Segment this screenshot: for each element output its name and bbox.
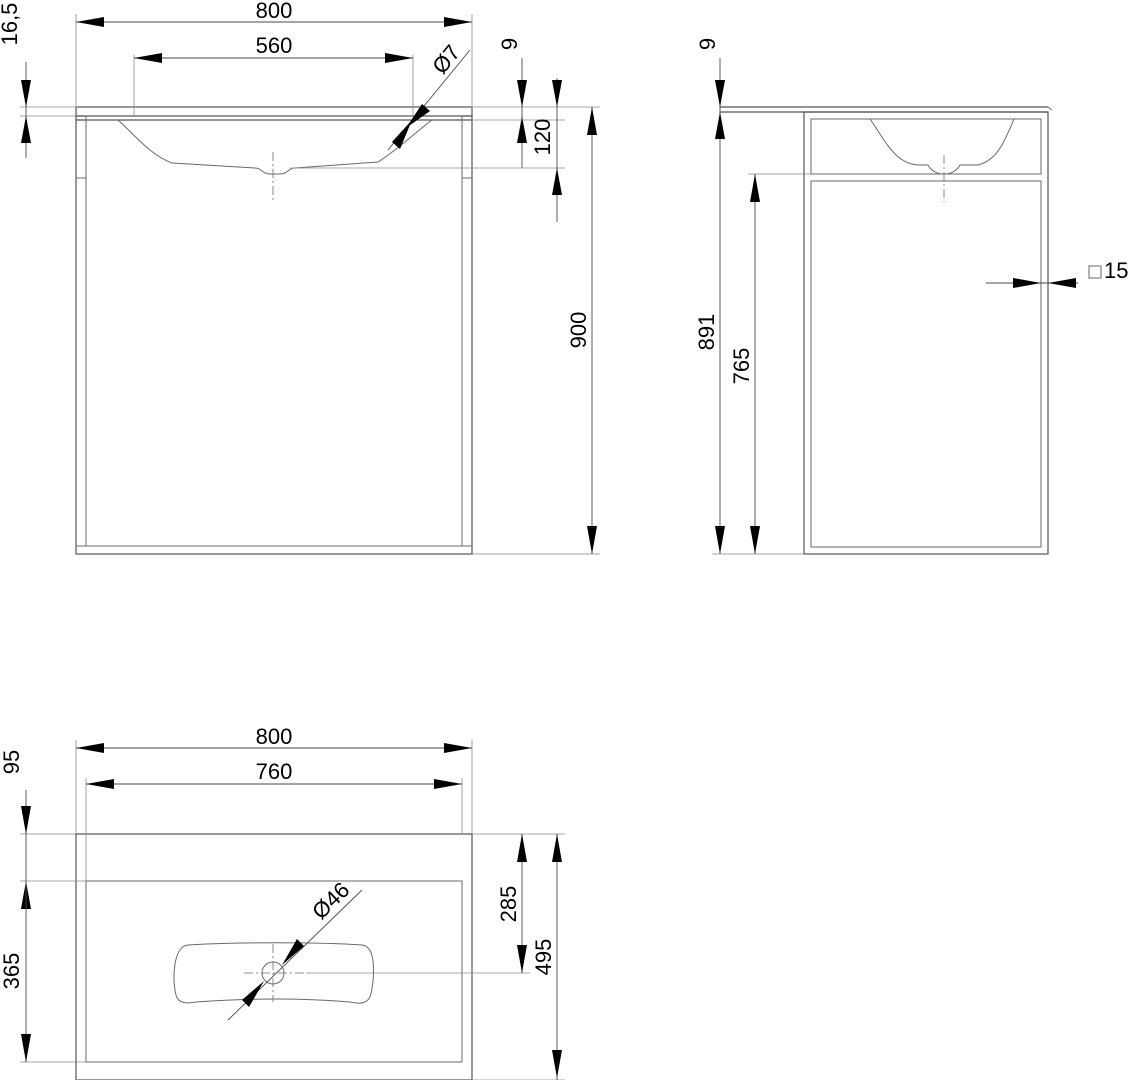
dim-arrow <box>385 53 413 63</box>
dim-arrow <box>1048 278 1076 288</box>
dim-arrow <box>552 1050 562 1078</box>
dim-arrow <box>517 945 527 973</box>
dim-arrow <box>552 80 562 107</box>
plan-basin-outline <box>173 942 375 1004</box>
dim-label-side-frame-height: 765 <box>729 348 754 385</box>
dim-label-plan-back: 95 <box>0 750 24 774</box>
side-basin-box <box>810 118 1042 175</box>
dim-label-side-height: 891 <box>694 314 719 351</box>
side-countertop-end <box>1047 106 1053 111</box>
dim-label-plan-depth: 495 <box>531 939 556 976</box>
front-dimensions: 800 560 Ø7 16,5 9 120 <box>0 0 600 555</box>
dim-arrow <box>715 526 725 554</box>
side-basin-profile <box>869 118 1015 175</box>
dim-label-plan-width: 800 <box>256 724 293 749</box>
dim-arrow <box>86 779 114 789</box>
side-frame-inner <box>810 180 1042 548</box>
dim-arrow <box>587 526 597 554</box>
dim-arrow <box>587 107 597 135</box>
dim-arrow <box>434 779 462 789</box>
dim-arrow <box>1013 278 1041 288</box>
dim-label-front-width: 800 <box>256 0 293 23</box>
dim-arrow <box>21 116 31 143</box>
dim-label-front-height: 900 <box>566 312 591 349</box>
dim-arrow <box>21 1034 31 1062</box>
dim-label-drain-small: Ø7 <box>427 40 465 79</box>
dim-arrow <box>517 834 527 862</box>
dim-arrow <box>21 806 31 834</box>
dim-label-plan-front: 365 <box>0 953 24 990</box>
dim-label-top-gap: 9 <box>497 38 522 50</box>
dim-arrow <box>444 743 472 753</box>
front-frame-outer <box>75 115 473 555</box>
front-view <box>75 106 473 555</box>
dim-label-plan-drain: Ø46 <box>307 877 354 924</box>
dim-arrow <box>552 834 562 862</box>
dim-label-plan-drain-offset: 285 <box>496 886 521 923</box>
side-view <box>720 106 1053 555</box>
dim-arrow <box>242 981 264 1007</box>
dim-arrow <box>76 17 104 27</box>
dim-label-top-thickness: 16,5 <box>0 3 22 46</box>
dim-arrow <box>715 80 725 107</box>
dim-arrow <box>134 53 162 63</box>
dim-arrow <box>517 80 527 107</box>
front-basin-profile <box>117 119 433 175</box>
side-frame-outer <box>803 111 1049 555</box>
dim-arrow <box>517 116 527 143</box>
plan-outline <box>75 833 473 1080</box>
dim-arrow <box>76 743 104 753</box>
front-frame-inner <box>85 115 463 547</box>
dim-arrow <box>392 120 412 149</box>
dim-arrow <box>750 174 760 202</box>
dim-arrow <box>750 526 760 554</box>
dim-label-plan-inner-width: 760 <box>256 759 293 784</box>
dim-arrow <box>282 939 304 965</box>
dim-label-side-profile: 15 <box>1104 258 1128 283</box>
dim-arrow <box>552 168 562 195</box>
dim-label-basin-depth: 120 <box>530 119 555 156</box>
dim-arrow <box>21 80 31 107</box>
plan-inner-frame <box>85 880 463 1063</box>
dim-label-bowl-width: 560 <box>256 33 293 58</box>
dim-arrow <box>406 104 430 128</box>
dim-arrow <box>444 17 472 27</box>
dim-arrow <box>715 112 725 139</box>
square-profile-icon <box>1088 265 1102 279</box>
plan-view <box>75 833 473 1080</box>
dim-label-side-top-gap: 9 <box>695 38 720 50</box>
side-dimensions: 9 891 765 15 <box>694 38 1128 555</box>
plan-dimensions: 800 760 95 365 285 495 <box>0 724 565 1080</box>
